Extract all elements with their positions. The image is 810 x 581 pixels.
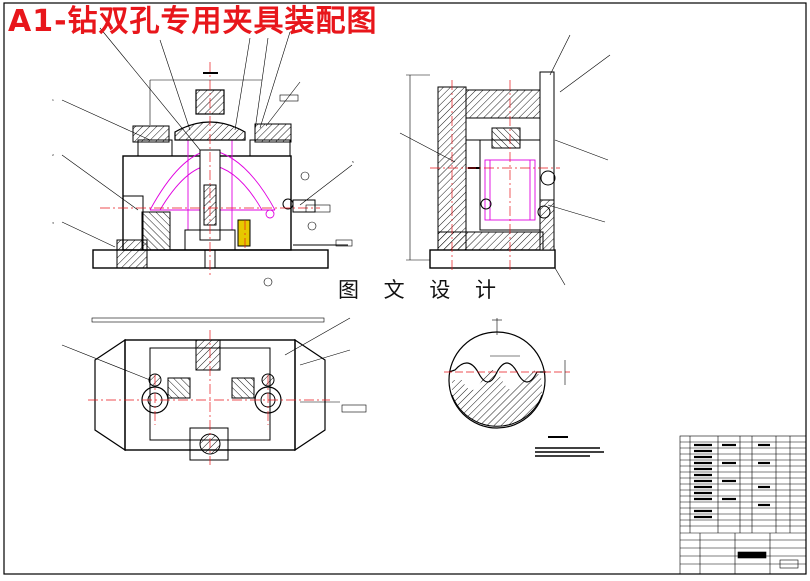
front-view: 1 2 3 5 xyxy=(52,27,354,287)
svg-text:3: 3 xyxy=(52,221,54,225)
drawing-title: A1-钻双孔专用夹具装配图 xyxy=(8,4,378,39)
svg-text:2: 2 xyxy=(52,153,54,157)
side-view xyxy=(399,34,611,286)
technical-notes xyxy=(535,436,604,457)
svg-text:1: 1 xyxy=(52,98,54,102)
top-view xyxy=(61,317,367,465)
sheet-border xyxy=(3,2,807,575)
thread-detail xyxy=(444,318,570,429)
bill-of-materials xyxy=(679,435,807,575)
svg-text:5: 5 xyxy=(352,160,354,164)
watermark-text: 图 文 设 计 xyxy=(338,278,506,302)
